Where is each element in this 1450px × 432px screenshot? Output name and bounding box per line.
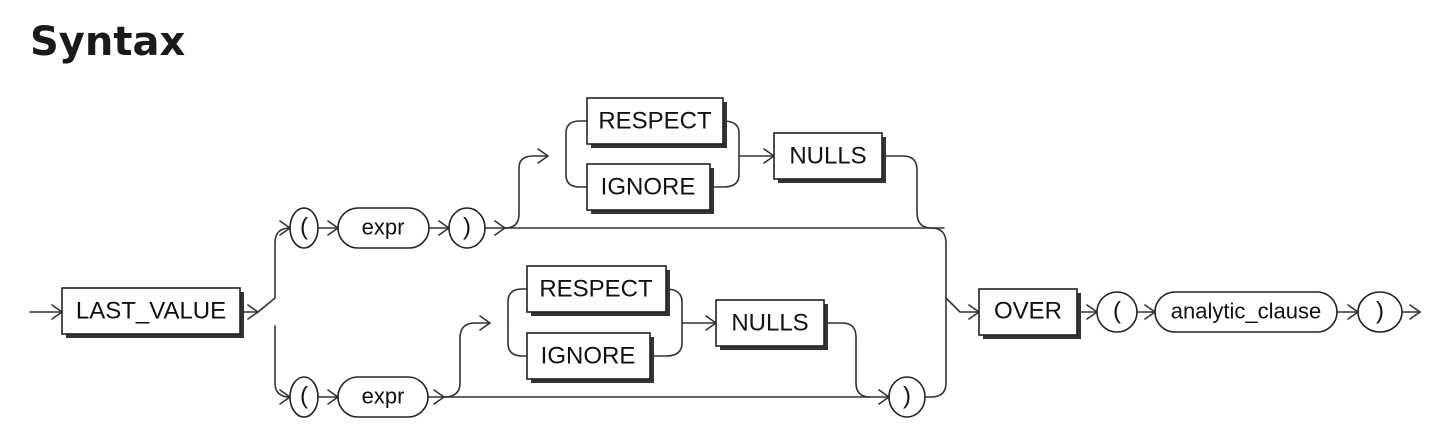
upper-respect-label: RESPECT: [598, 108, 712, 135]
over-label: OVER: [994, 298, 1062, 325]
upper-close-paren-label: ): [463, 214, 471, 241]
last-value-label: LAST_VALUE: [76, 298, 226, 325]
lower-open-paren-label: (: [300, 383, 308, 410]
over-close-paren-oval: ): [1357, 291, 1403, 333]
upper-close-paren-oval: ): [448, 207, 486, 249]
over-close-paren-label: ): [1376, 298, 1384, 325]
upper-ignore-label: IGNORE: [601, 174, 696, 201]
upper-respect-keyword-box: RESPECT: [586, 97, 727, 148]
lower-expr-oval: expr: [337, 376, 429, 418]
over-keyword-box: OVER: [978, 288, 1081, 339]
lower-respect-keyword-box: RESPECT: [526, 265, 670, 316]
analytic-clause-oval: analytic_clause: [1154, 291, 1338, 333]
diagram-lines: [29, 120, 1421, 398]
lower-nulls-label: NULLS: [731, 310, 808, 337]
upper-open-paren-oval: (: [289, 207, 319, 249]
upper-open-paren-label: (: [300, 214, 308, 241]
page-title: Syntax: [30, 19, 186, 65]
last-value-keyword-box: LAST_VALUE: [61, 287, 244, 338]
upper-expr-oval: expr: [337, 207, 430, 249]
lower-close-paren-label: ): [903, 383, 911, 410]
over-open-paren-oval: (: [1096, 291, 1138, 333]
upper-nulls-label: NULLS: [789, 143, 866, 170]
lower-nulls-keyword-box: NULLS: [715, 299, 828, 350]
lower-ignore-label: IGNORE: [541, 343, 636, 370]
upper-expr-label: expr: [362, 215, 405, 240]
diagram-arrows: [51, 148, 1421, 405]
upper-nulls-keyword-box: NULLS: [773, 132, 886, 183]
analytic-clause-label: analytic_clause: [1171, 299, 1321, 324]
over-open-paren-label: (: [1113, 298, 1121, 325]
lower-close-paren-oval: ): [888, 376, 926, 418]
lower-ignore-keyword-box: IGNORE: [526, 332, 654, 383]
lower-open-paren-oval: (: [289, 376, 319, 418]
upper-ignore-keyword-box: IGNORE: [586, 163, 714, 214]
lower-respect-label: RESPECT: [539, 276, 653, 303]
lower-expr-label: expr: [362, 384, 405, 409]
